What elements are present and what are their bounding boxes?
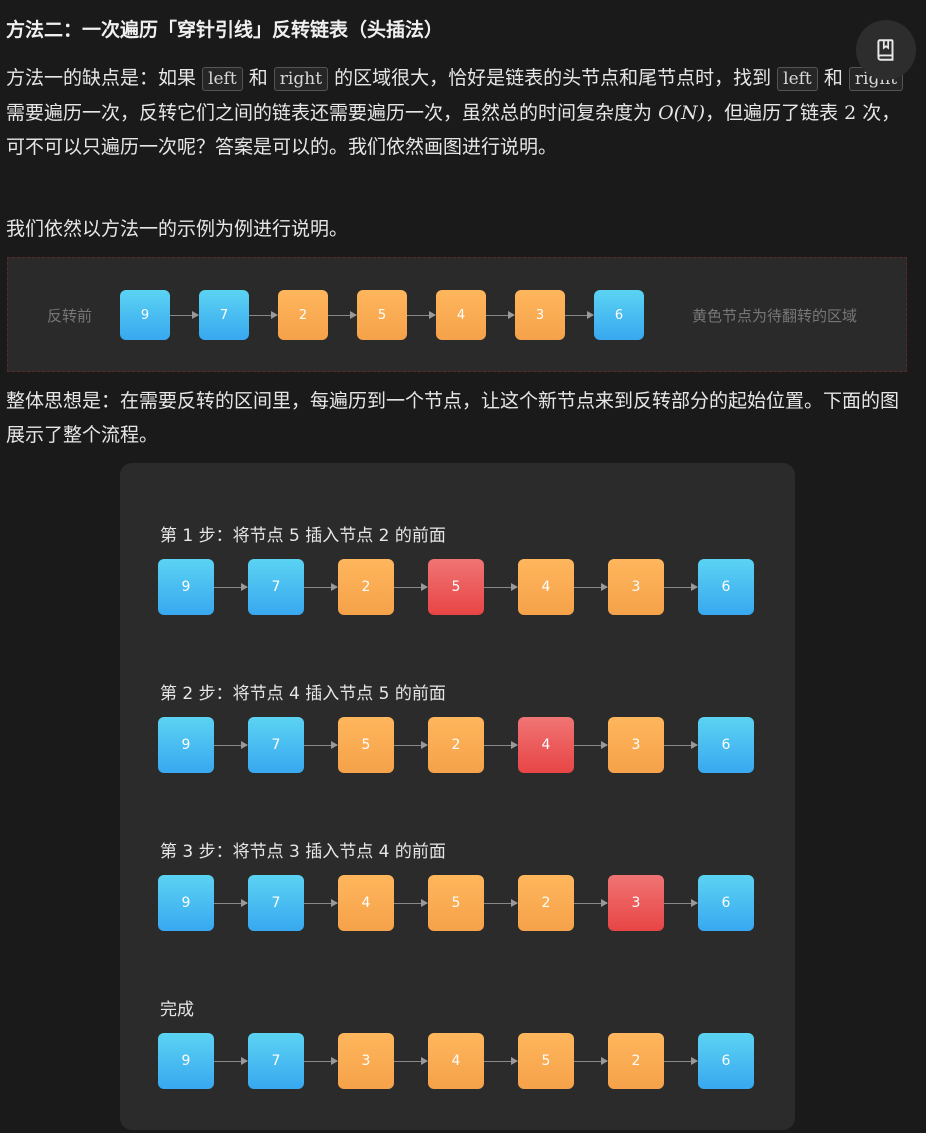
list-node: 2 (278, 290, 328, 340)
next-arrow (664, 1057, 698, 1065)
paragraph-example: 我们依然以方法一的示例为例进行说明。 (6, 218, 349, 240)
step-title: 第 1 步：将节点 5 插入节点 2 的前面 (160, 526, 446, 546)
next-arrow (664, 583, 698, 591)
list-node: 5 (357, 290, 407, 340)
text: 的区域很大，恰好是链表的头节点和尾节点时，找到 (334, 67, 772, 89)
next-arrow (214, 1057, 248, 1065)
complexity-formula: O(N) (658, 102, 706, 124)
next-arrow (394, 583, 428, 591)
next-arrow (304, 1057, 338, 1065)
next-arrow (407, 311, 436, 319)
next-arrow (664, 899, 698, 907)
list-node: 2 (518, 875, 574, 931)
list-node: 7 (248, 717, 304, 773)
list-node: 7 (248, 875, 304, 931)
next-arrow (664, 741, 698, 749)
paragraph-idea: 整体思想是：在需要反转的区间里，每遍历到一个节点，让这个新节点来到反转部分的起始… (6, 390, 900, 446)
next-arrow (249, 311, 278, 319)
next-arrow (394, 1057, 428, 1065)
text: ，但遍历了链表 (705, 102, 839, 124)
code-left: left (777, 67, 818, 91)
text: 和 (823, 67, 843, 89)
paragraph-drawbacks: 方法一的缺点是：如果 left 和 right 的区域很大，恰好是链表的头节点和… (6, 61, 910, 164)
next-arrow (484, 583, 518, 591)
list-node: 5 (428, 559, 484, 615)
next-arrow (304, 899, 338, 907)
legend-note: 黄色节点为待翻转的区域 (692, 307, 858, 325)
list-node: 5 (518, 1033, 574, 1089)
next-arrow (565, 311, 594, 319)
list-node: 2 (338, 559, 394, 615)
list-node: 7 (199, 290, 249, 340)
list-node: 9 (120, 290, 170, 340)
text: 次，可不可以只遍历一次呢？答案是可以的。我们依然画图进行说明。 (6, 102, 901, 158)
list-node: 9 (158, 559, 214, 615)
list-node: 7 (248, 1033, 304, 1089)
list-node: 9 (158, 717, 214, 773)
next-arrow (328, 311, 357, 319)
next-arrow (486, 311, 515, 319)
step-title: 第 2 步：将节点 4 插入节点 5 的前面 (160, 684, 446, 704)
code-right: right (273, 67, 329, 91)
list-node: 5 (428, 875, 484, 931)
list-node: 4 (518, 559, 574, 615)
section-heading: 方法二：一次遍历「穿针引线」反转链表（头插法） (6, 19, 444, 41)
next-arrow (394, 741, 428, 749)
list-node: 4 (436, 290, 486, 340)
next-arrow (574, 899, 608, 907)
next-arrow (214, 741, 248, 749)
list-node: 2 (608, 1033, 664, 1089)
text: 需要遍历一次，反转它们之间的链表还需要遍历一次，虽然总的时间复杂度为 (6, 102, 653, 124)
count-number: 2 (844, 102, 857, 124)
list-node: 3 (515, 290, 565, 340)
next-arrow (484, 1057, 518, 1065)
next-arrow (484, 899, 518, 907)
list-node: 3 (338, 1033, 394, 1089)
text: 方法一的缺点是：如果 (6, 67, 197, 89)
list-node: 3 (608, 717, 664, 773)
list-node: 7 (248, 559, 304, 615)
list-node: 9 (158, 1033, 214, 1089)
list-node: 5 (338, 717, 394, 773)
book-button[interactable] (856, 20, 916, 80)
list-node: 3 (608, 559, 664, 615)
list-node: 2 (428, 717, 484, 773)
book-icon (877, 39, 894, 61)
next-arrow (484, 741, 518, 749)
next-arrow (574, 741, 608, 749)
code-left: left (202, 67, 243, 91)
list-node: 9 (158, 875, 214, 931)
before-label: 反转前 (47, 307, 93, 325)
list-node: 6 (698, 559, 754, 615)
list-node: 3 (608, 875, 664, 931)
next-arrow (394, 899, 428, 907)
list-node: 4 (518, 717, 574, 773)
list-node: 6 (698, 1033, 754, 1089)
next-arrow (574, 583, 608, 591)
next-arrow (574, 1057, 608, 1065)
list-node: 6 (698, 717, 754, 773)
next-arrow (214, 583, 248, 591)
text: 和 (248, 67, 268, 89)
list-node: 4 (338, 875, 394, 931)
next-arrow (304, 741, 338, 749)
list-node: 6 (698, 875, 754, 931)
step-title: 完成 (160, 1000, 194, 1020)
next-arrow (304, 583, 338, 591)
next-arrow (214, 899, 248, 907)
list-node: 6 (594, 290, 644, 340)
step-title: 第 3 步：将节点 3 插入节点 4 的前面 (160, 842, 446, 862)
list-node: 4 (428, 1033, 484, 1089)
next-arrow (170, 311, 199, 319)
